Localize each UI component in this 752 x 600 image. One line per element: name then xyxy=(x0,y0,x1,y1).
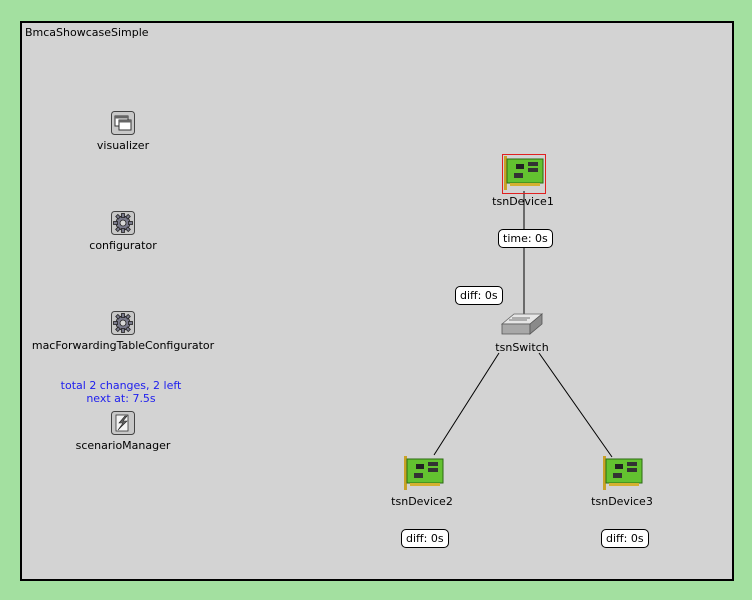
tsn-device3-label: tsnDevice3 xyxy=(591,495,653,508)
visualizer-label: visualizer xyxy=(96,139,150,152)
tsn-switch-diff-bubble: diff: 0s xyxy=(455,286,503,305)
switch-icon xyxy=(500,313,544,335)
tsn-device1-time-bubble: time: 0s xyxy=(498,229,553,248)
nic-card-icon xyxy=(504,156,544,190)
nic-card-icon xyxy=(404,456,444,490)
tsn-switch-label: tsnSwitch xyxy=(495,341,549,354)
scenario-status-line1: total 2 changes, 2 left xyxy=(60,379,182,392)
link-switch-device3 xyxy=(538,352,613,458)
network-canvas[interactable]: BmcaShowcaseSimple visualizer xyxy=(20,21,734,581)
scenario-manager-label: scenarioManager xyxy=(75,439,171,452)
nic-card-icon xyxy=(603,456,643,490)
scenario-status: total 2 changes, 2 left next at: 7.5s xyxy=(61,379,182,405)
gear-icon xyxy=(111,311,135,335)
network-title: BmcaShowcaseSimple xyxy=(25,26,149,39)
tsn-device1-label: tsnDevice1 xyxy=(492,195,554,208)
scenario-status-line2: next at: 7.5s xyxy=(86,392,156,405)
window-icon xyxy=(111,111,135,135)
scenario-icon xyxy=(111,411,135,435)
selection-box xyxy=(502,154,546,194)
configurator-label: configurator xyxy=(89,239,157,252)
link-switch-device2 xyxy=(433,352,500,456)
gear-icon xyxy=(111,211,135,235)
mac-forwarding-configurator-label: macForwardingTableConfigurator xyxy=(31,339,215,352)
links-layer xyxy=(433,191,613,458)
tsn-device3-diff-bubble: diff: 0s xyxy=(601,529,649,548)
tsn-device2-diff-bubble: diff: 0s xyxy=(401,529,449,548)
tsn-device2-label: tsnDevice2 xyxy=(391,495,453,508)
